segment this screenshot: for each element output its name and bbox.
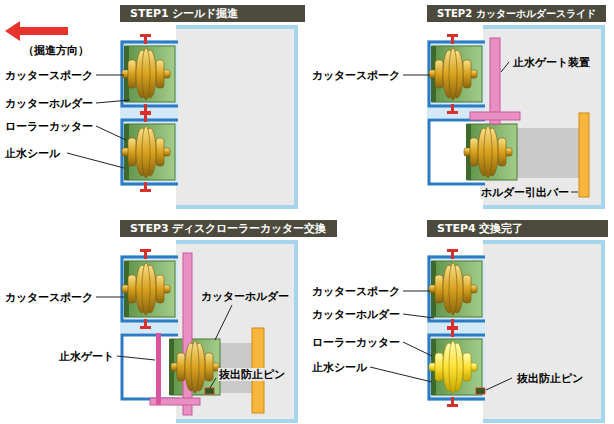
part-label: カッタースポーク <box>4 69 94 82</box>
step-title: STEP3 ディスクローラーカッター交換 <box>130 222 327 235</box>
part-label: カッターホルダー <box>4 97 94 110</box>
step-title: STEP1 シールド掘進 <box>130 7 239 20</box>
part-label: カッターホルダー <box>200 290 290 303</box>
panel-step2 <box>427 27 603 207</box>
step-title: STEP4 交換完了 <box>437 222 524 235</box>
part-label: 止水シール <box>311 361 368 374</box>
part-label: 抜出防止ピン <box>516 372 584 385</box>
panel-step1 <box>120 27 296 207</box>
part-label: ホルダー引出バー <box>480 186 570 199</box>
part-label: カッタースポーク <box>4 291 94 304</box>
step-header: STEP4 交換完了 <box>427 220 608 237</box>
part-label: （掘進方向） <box>22 44 90 57</box>
panel-step4 <box>427 242 603 422</box>
part-label: ローラーカッター <box>311 336 401 349</box>
step-header: STEP1 シールド掘進 <box>120 5 305 22</box>
part-label: 止水ゲート装置 <box>512 56 591 69</box>
part-label: カッタースポーク <box>311 69 401 82</box>
part-label: 抜出防止ピン <box>218 368 286 381</box>
part-label: ローラーカッター <box>4 120 94 133</box>
part-label: カッタースポーク <box>311 285 401 298</box>
step-header: STEP2 カッターホルダースライド <box>427 5 606 22</box>
direction-arrow <box>5 21 68 41</box>
leader-lines <box>67 62 578 390</box>
part-label: 止水ゲート <box>58 350 115 363</box>
part-label: 止水シール <box>4 147 61 160</box>
step-header: STEP3 ディスクローラーカッター交換 <box>120 220 337 237</box>
part-label: カッターホルダー <box>311 308 401 321</box>
step-title: STEP2 カッターホルダースライド <box>437 8 596 19</box>
panel-step3 <box>120 242 296 422</box>
